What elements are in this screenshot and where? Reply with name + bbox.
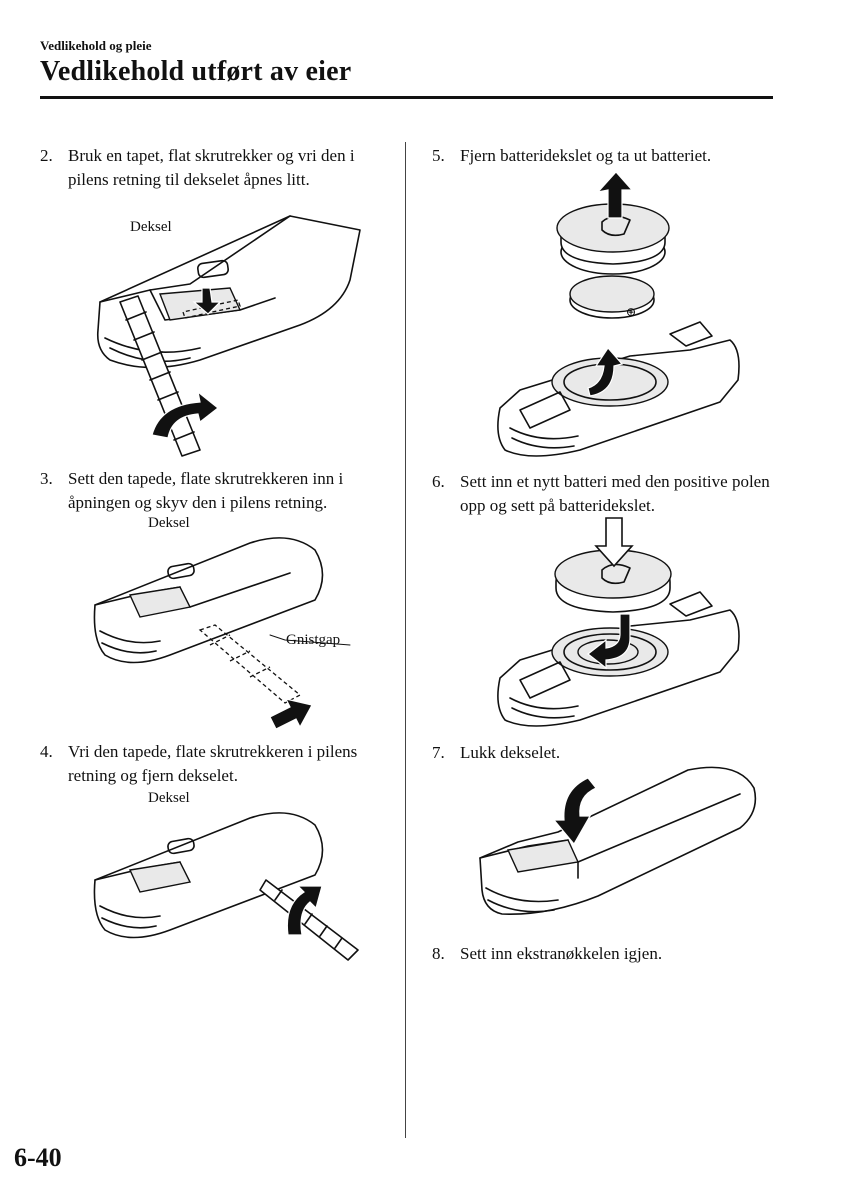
- up-arrow-icon: [596, 171, 634, 219]
- step-text: Sett inn et nytt batteri med den positiv…: [460, 472, 770, 515]
- step-number: 7.: [432, 743, 445, 762]
- callout-deksel: Deksel: [148, 790, 190, 806]
- figure-step-2: [96, 215, 361, 457]
- push-arrow-icon: [269, 698, 313, 730]
- figure-step-4: [93, 812, 359, 961]
- title-divider: [40, 96, 773, 99]
- screwdriver-icon: [198, 624, 302, 704]
- callout-deksel: Deksel: [130, 219, 172, 235]
- key-fob-icon: [479, 766, 757, 915]
- battery-cover-icon: [554, 549, 672, 613]
- step-2: 2. Bruk en tapet, flat skrutrekker og vr…: [40, 144, 370, 192]
- rotate-arrow-icon: [286, 885, 323, 936]
- battery-cover-icon: [556, 203, 670, 275]
- down-arrow-icon: [594, 517, 634, 568]
- step-number: 2.: [40, 146, 53, 165]
- down-arrow-icon: [587, 613, 631, 670]
- page-number: 6-40: [14, 1143, 62, 1172]
- step-text: Sett den tapede, flate skrutrekkeren inn…: [68, 469, 344, 512]
- figure-step-6: ⊕: [497, 517, 740, 727]
- figure-step-7: [479, 766, 757, 915]
- key-fob-icon: [497, 321, 740, 457]
- rotate-arrow-icon: [151, 390, 219, 439]
- page-title: Vedlikehold utført av eier: [40, 56, 352, 87]
- step-text: Bruk en tapet, flat skrutrekker og vri d…: [68, 146, 355, 189]
- step-4: 4. Vri den tapede, flate skrutrekkeren i…: [40, 740, 370, 788]
- step-7: 7. Lukk dekselet.: [432, 741, 762, 765]
- down-arrow-icon: [192, 287, 222, 315]
- battery-icon: ⊕: [569, 275, 655, 319]
- step-text: Lukk dekselet.: [460, 743, 561, 762]
- step-text: Sett inn ekstranøkkelen igjen.: [460, 944, 663, 963]
- up-arrow-icon: [587, 347, 624, 397]
- callout-gnistgap: Gnistgap: [286, 632, 341, 648]
- step-6: 6. Sett inn et nytt batteri med den posi…: [432, 470, 777, 518]
- key-fob-icon: [93, 812, 324, 939]
- callout-deksel: Deksel: [148, 515, 190, 531]
- column-divider: [405, 142, 406, 1138]
- figure-step-5: ⊕: [497, 171, 740, 457]
- section-label: Vedlikehold og pleie: [40, 38, 152, 53]
- step-text: Vri den tapede, flate skrutrekkeren i pi…: [68, 742, 358, 785]
- step-text: Fjern batteridekslet og ta ut batteriet.: [460, 146, 712, 165]
- figure-step-3: [93, 537, 351, 730]
- step-number: 3.: [40, 469, 53, 488]
- step-number: 8.: [432, 944, 445, 963]
- step-8: 8. Sett inn ekstranøkkelen igjen.: [432, 942, 762, 966]
- down-arrow-icon: [552, 777, 597, 846]
- key-fob-icon: [93, 537, 351, 664]
- step-5: 5. Fjern batteridekslet og ta ut batteri…: [432, 144, 772, 168]
- step-number: 5.: [432, 146, 445, 165]
- key-fob-icon: [96, 215, 361, 369]
- step-number: 6.: [432, 472, 445, 491]
- svg-text:⊕: ⊕: [626, 305, 636, 319]
- step-3: 3. Sett den tapede, flate skrutrekkeren …: [40, 467, 385, 515]
- step-number: 4.: [40, 742, 53, 761]
